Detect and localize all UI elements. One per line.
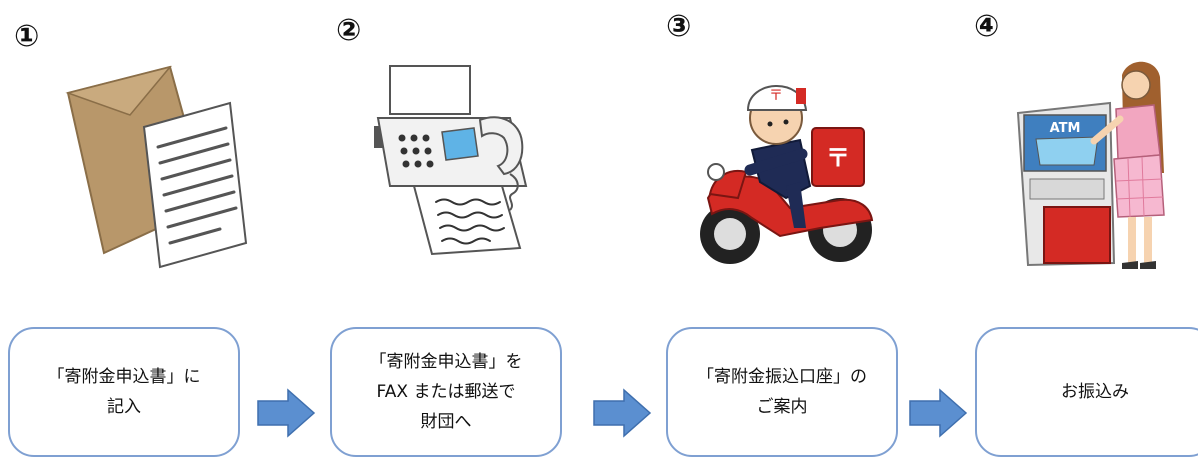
step-box-4: お振込み xyxy=(975,327,1198,457)
step-number-2: ② xyxy=(336,13,362,48)
step-2-line-2: FAX または郵送で xyxy=(376,382,516,402)
step-box-3: 「寄附金振込口座」の ご案内 xyxy=(666,327,898,457)
svg-text:〒: 〒 xyxy=(826,144,850,172)
step-1-line-2: 記入 xyxy=(107,397,141,417)
atm-transfer-icon: ATM xyxy=(1016,61,1165,269)
step-3-line-1: 「寄附金振込口座」の xyxy=(697,367,867,387)
step-1-line-1: 「寄附金申込書」に xyxy=(47,367,201,387)
arrow-right-icon xyxy=(593,388,652,438)
step-2-line-3: 財団へ xyxy=(420,412,472,432)
arrow-right-icon xyxy=(257,388,316,438)
step-2-line-1: 「寄附金申込書」を xyxy=(369,352,523,372)
step-4-line-1: お振込み xyxy=(1061,382,1129,402)
step-box-2: 「寄附金申込書」を FAX または郵送で 財団へ xyxy=(330,327,562,457)
step-box-1: 「寄附金申込書」に 記入 xyxy=(8,327,240,457)
atm-label: ATM xyxy=(1050,121,1081,136)
step-number-3: ③ xyxy=(666,9,692,44)
arrow-right-icon xyxy=(909,388,968,438)
fax-machine-icon xyxy=(374,65,528,256)
svg-text:〒: 〒 xyxy=(769,88,783,104)
document-icon xyxy=(142,101,248,269)
step-number-1: ① xyxy=(14,19,40,54)
postal-delivery-scooter-icon: 〒 〒 xyxy=(700,85,874,264)
step-number-4: ④ xyxy=(974,9,1000,44)
envelope-document-icon xyxy=(65,65,248,269)
step-3-line-2: ご案内 xyxy=(756,397,808,417)
